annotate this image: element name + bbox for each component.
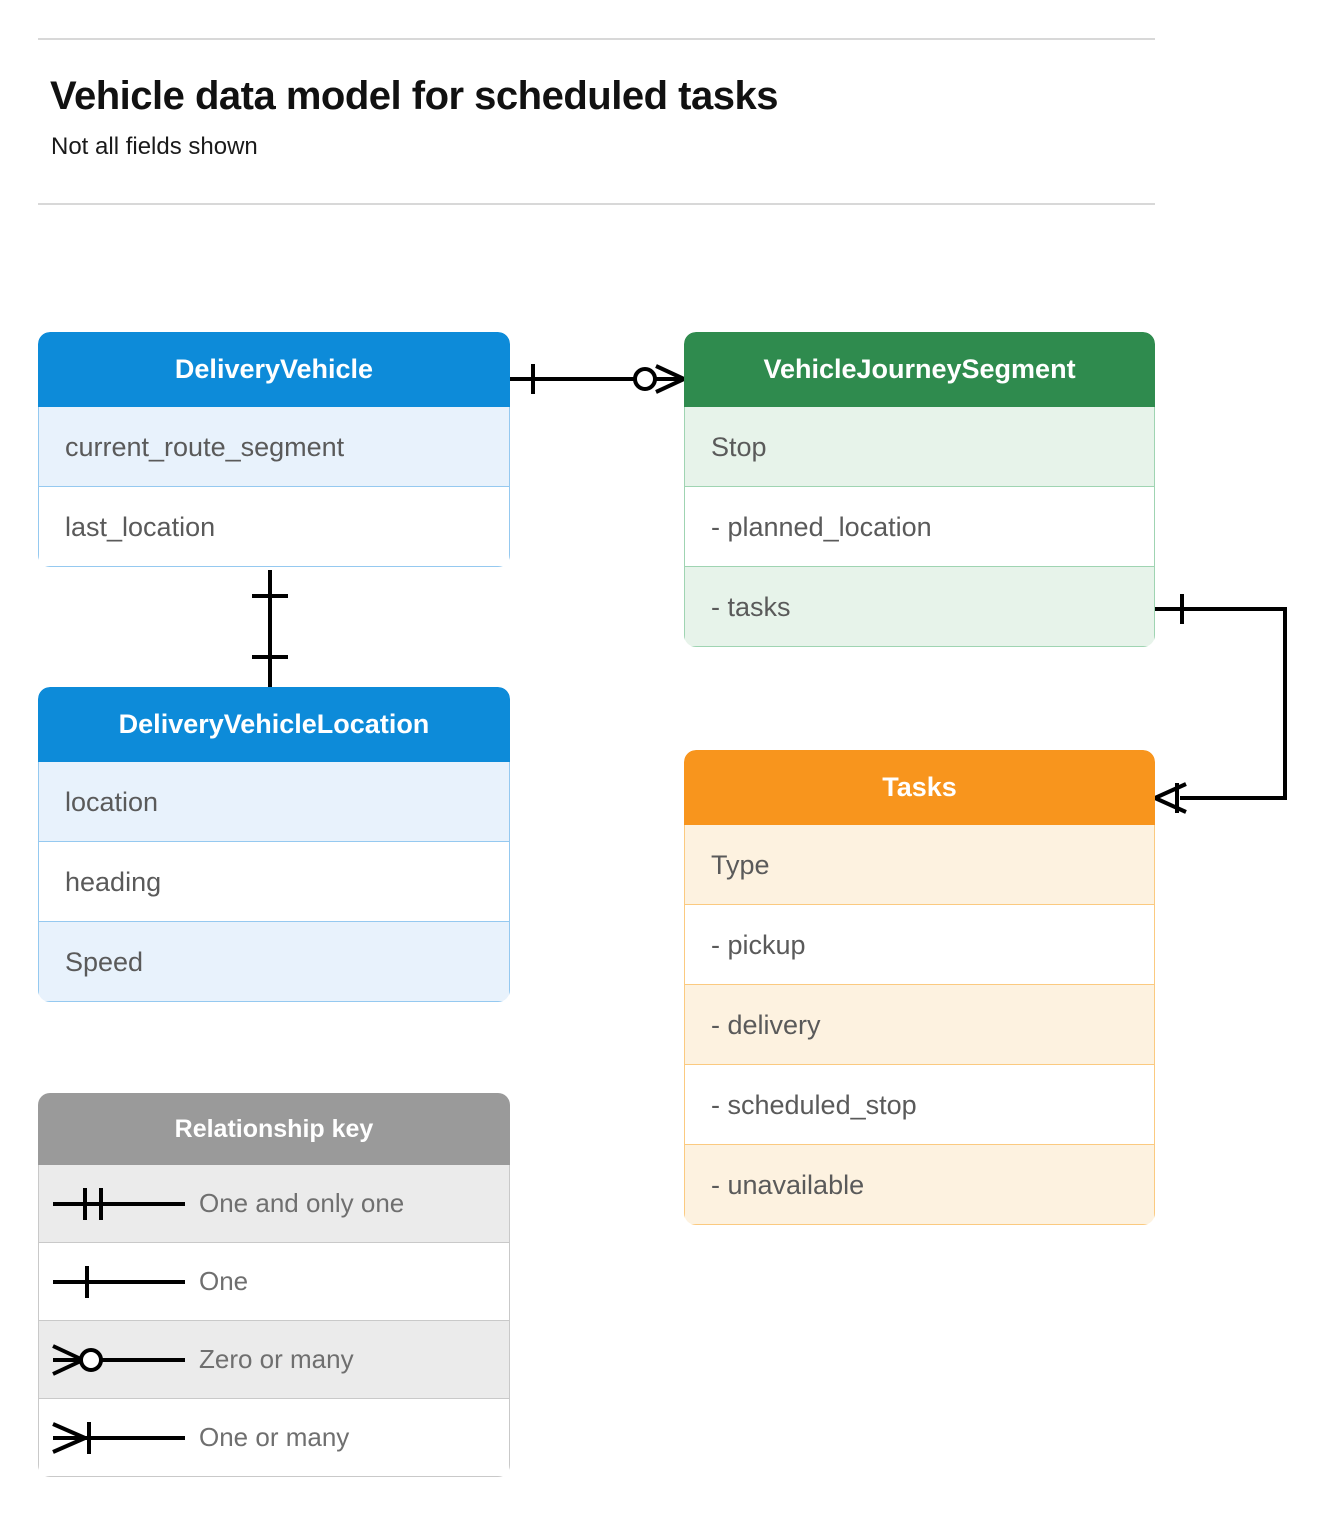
entity-delivery-vehicle-location[interactable]: DeliveryVehicleLocation location heading…	[38, 687, 510, 1002]
connector-deliveryvehicle-vehiclejourneysegment	[510, 364, 685, 394]
header-bottom-divider	[38, 203, 1155, 205]
entity-field-row: Speed	[38, 922, 510, 1002]
entity-field-row: - pickup	[684, 905, 1155, 985]
entity-field-row: - scheduled_stop	[684, 1065, 1155, 1145]
connector-deliveryvehicle-deliveryvehiclelocation	[252, 570, 288, 690]
entity-tasks-title: Tasks	[684, 750, 1155, 825]
entity-field-row: - planned_location	[684, 487, 1155, 567]
one-icon	[39, 1260, 199, 1304]
legend-row-one-and-only-one: One and only one	[38, 1165, 510, 1243]
entity-tasks[interactable]: Tasks Type - pickup - delivery - schedul…	[684, 750, 1155, 1225]
entity-field-row: - unavailable	[684, 1145, 1155, 1225]
entity-field-row: Type	[684, 825, 1155, 905]
legend-row-one: One	[38, 1243, 510, 1321]
entity-delivery-vehicle[interactable]: DeliveryVehicle current_route_segment la…	[38, 332, 510, 567]
relationship-key-title: Relationship key	[38, 1093, 510, 1165]
legend-label: One	[199, 1266, 249, 1296]
entity-vehicle-journey-segment[interactable]: VehicleJourneySegment Stop - planned_loc…	[684, 332, 1155, 647]
entity-field-row: Stop	[684, 407, 1155, 487]
entity-field-row: location	[38, 762, 510, 842]
legend-label: One or many	[199, 1422, 350, 1452]
relationship-key-legend: Relationship key One and only one One	[38, 1093, 510, 1477]
page-title: Vehicle data model for scheduled tasks	[50, 74, 778, 118]
entity-field-row: last_location	[38, 487, 510, 567]
legend-label: One and only one	[199, 1188, 405, 1218]
one-and-only-one-icon	[39, 1182, 199, 1226]
header-top-divider	[38, 38, 1155, 40]
entity-field-row: heading	[38, 842, 510, 922]
entity-vehicle-journey-segment-title: VehicleJourneySegment	[684, 332, 1155, 407]
page-subtitle: Not all fields shown	[51, 133, 258, 160]
legend-row-zero-or-many: Zero or many	[38, 1321, 510, 1399]
legend-label: Zero or many	[199, 1344, 354, 1374]
entity-field-row: - tasks	[684, 567, 1155, 647]
connector-vehiclejourneysegment-tasks	[1154, 594, 1287, 814]
one-or-many-icon	[39, 1416, 199, 1460]
legend-row-one-or-many: One or many	[38, 1399, 510, 1477]
entity-delivery-vehicle-location-title: DeliveryVehicleLocation	[38, 687, 510, 762]
entity-field-row: current_route_segment	[38, 407, 510, 487]
zero-or-many-icon	[39, 1338, 199, 1382]
entity-field-row: - delivery	[684, 985, 1155, 1065]
entity-delivery-vehicle-title: DeliveryVehicle	[38, 332, 510, 407]
